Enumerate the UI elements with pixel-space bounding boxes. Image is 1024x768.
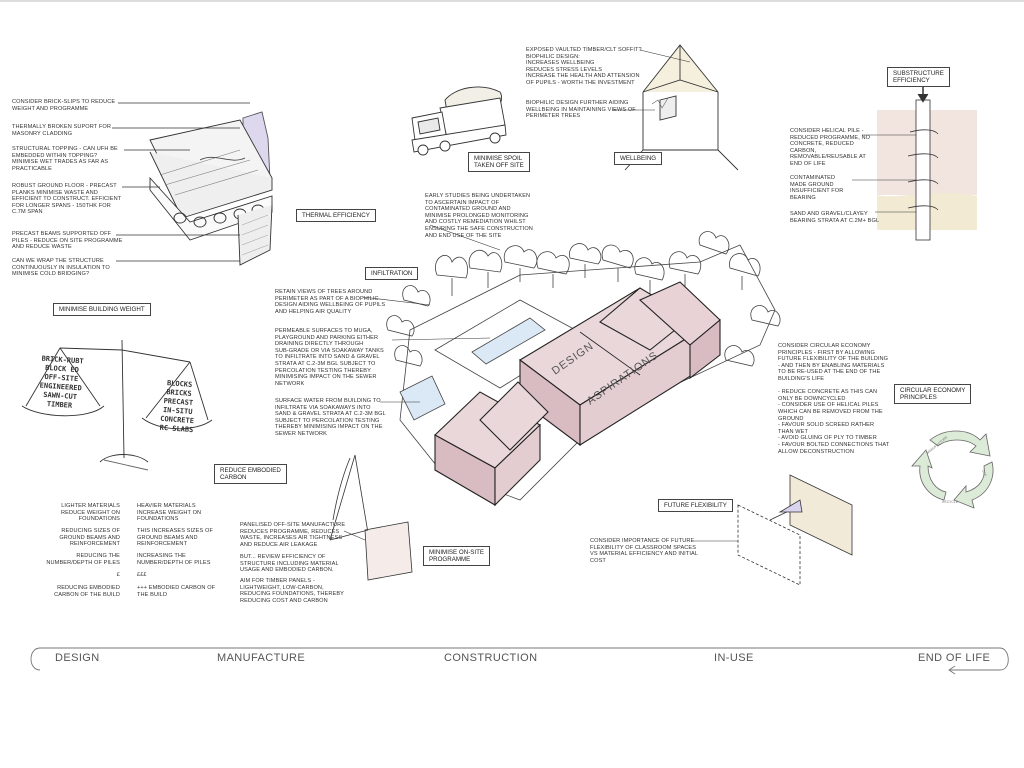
timeline-track <box>30 647 1009 675</box>
truck-sketch <box>411 86 507 156</box>
crane-panel-sketch <box>329 454 413 581</box>
thermal-note-precast-beams: PRECAST BEAMS SUPPORTED OFF PILES - REDU… <box>12 231 123 251</box>
thermal-note-masonry-support: THERMALLY BROKEN SUPORT FOR MASONRY CLAD… <box>12 124 111 137</box>
flexibility-sketch <box>694 474 853 586</box>
timeline-manufacture: MANUFACTURE <box>217 652 306 664</box>
weight-right-2: THIS INCREASES SIZES OF GROUND BEAMS AND… <box>137 528 213 548</box>
cycle-label-recycle: RECYCLE <box>942 500 959 504</box>
thermal-detail-sketch <box>149 111 273 266</box>
wellbeing-note-views: BIOPHILIC DESIGN FURTHER AIDING WELLBEIN… <box>526 100 636 120</box>
studies-note: EARLY STUDIES BEING UNDERTAKEN TO ASCERT… <box>425 193 533 239</box>
thermal-note-brick-slips: CONSIDER BRICK-SLIPS TO REDUCE WEIGHT AN… <box>12 99 116 112</box>
timeline-in-use: IN-USE <box>714 652 754 664</box>
circular-cycle-sketch <box>911 430 994 509</box>
wellbeing-leader <box>639 49 691 63</box>
circular-economy-note: CONSIDER CIRCULAR ECONOMY PRINCIPLES - F… <box>778 343 890 455</box>
substructure-note-made-ground: CONTAMINATED MADE GROUND INSUFFICIENT FO… <box>790 175 844 201</box>
substructure-note-helical-pile: CONSIDER HELICAL PILE - REDUCED PROGRAMM… <box>790 128 871 167</box>
circular-economy-label: CIRCULAR ECONOMY PRINCIPLES <box>894 384 972 404</box>
cycle-label-use: USE <box>981 469 987 478</box>
thermal-note-structural-topping: STRUCTURAL TOPPING - CAN UFH BE EMBEDDED… <box>12 146 118 172</box>
scale-right-pan-text: BLOCKS BRICKS PRECAST IN-SITU CONCRETE R… <box>159 379 195 435</box>
onsite-leader <box>343 530 366 541</box>
wellbeing-label: WELLBEING <box>614 152 663 165</box>
onsite-note-timber-panels: AIM FOR TIMBER PANELS - LIGHTWEIGHT, LOW… <box>240 578 345 604</box>
thermal-note-insulation-wrap: CAN WE WRAP THE STRUCTURE CONTINUOUSLY I… <box>12 258 110 278</box>
minimise-spoil-label: MINIMISE SPOIL TAKEN OFF SITE <box>468 152 530 172</box>
infiltration-label: INFILTRATION <box>365 267 419 280</box>
onsite-note-review: BUT... REVIEW EFFICIENCY OF STRUCTURE IN… <box>240 554 339 574</box>
building-massing <box>434 281 721 507</box>
wellbeing-note-biophilic: EXPOSED VAULTED TIMBER/CLT SOFFIT? BIOPH… <box>526 47 642 86</box>
minimise-weight-label: MINIMISE BUILDING WEIGHT <box>53 303 151 316</box>
scale-left-pan-text: BRICK-RUBT BLOCK ED OFF-SITE ENGINEERED … <box>39 354 84 410</box>
weight-left-1: LIGHTER MATERIALS REDUCE WEIGHT ON FOUND… <box>61 503 120 523</box>
infiltration-note-trees: RETAIN VIEWS OF TREES AROUND PERIMETER A… <box>275 289 386 315</box>
substructure-sketch <box>877 80 977 241</box>
site-plan-sketch <box>386 231 781 501</box>
thermal-note-ground-floor: ROBUST GROUND FLOOR - PRECAST PLANKS MIN… <box>12 183 122 216</box>
weight-left-5: REDUCING EMBODIED CARBON OF THE BUILD <box>54 585 120 598</box>
onsite-note-panelised: PANELISED OFF-SITE MANUFACTURE REDUCES P… <box>240 522 346 548</box>
balance-scale-sketch <box>21 339 213 471</box>
flexibility-note: CONSIDER IMPORTANCE OF FUTURE FLEXIBILIT… <box>590 538 699 564</box>
substructure-leaders <box>852 134 916 213</box>
infiltration-note-permeable: PERMEABLE SURFACES TO MUGA, PLAYGROUND A… <box>275 328 384 387</box>
timeline-design: DESIGN <box>55 652 100 664</box>
weight-right-3: INCREASING THE NUMBER/DEPTH OF PILES <box>137 553 211 566</box>
weight-left-4: £ <box>116 572 120 578</box>
timeline-construction: CONSTRUCTION <box>444 652 538 664</box>
infiltration-note-surface-water: SURFACE WATER FROM BUILDING TO INFILTRAT… <box>275 398 386 437</box>
weight-left-2: REDUCING SIZES OF GROUND BEAMS AND REINF… <box>59 528 120 548</box>
weight-right-4: £££ <box>137 572 147 578</box>
weight-left-3: REDUCING THE NUMBER/DEPTH OF PILES <box>46 553 120 566</box>
weight-right-5: +++ EMBODIED CARBON OF THE BUILD <box>137 585 216 598</box>
future-flexibility-label: FUTURE FLEXIBILITY <box>658 499 733 512</box>
minimise-onsite-label: MINIMISE ON-SITE PROGRAMME <box>423 546 491 566</box>
thermal-leaders <box>112 102 250 262</box>
thermal-efficiency-label: THERMAL EFFICIENCY <box>296 209 376 222</box>
weight-right-1: HEAVIER MATERIALS INCREASE WEIGHT ON FOU… <box>137 503 202 523</box>
substructure-efficiency-label: SUBSTRUCTURE EFFICIENCY <box>887 67 950 87</box>
substructure-note-bearing-strata: SAND AND GRAVEL/CLAYEY BEARING STRATA AT… <box>790 211 880 224</box>
timeline-end-of-life: END OF LIFE <box>918 652 991 664</box>
site-leaders <box>362 224 501 403</box>
reduce-embodied-carbon-label: REDUCE EMBODIED CARBON <box>214 464 287 484</box>
